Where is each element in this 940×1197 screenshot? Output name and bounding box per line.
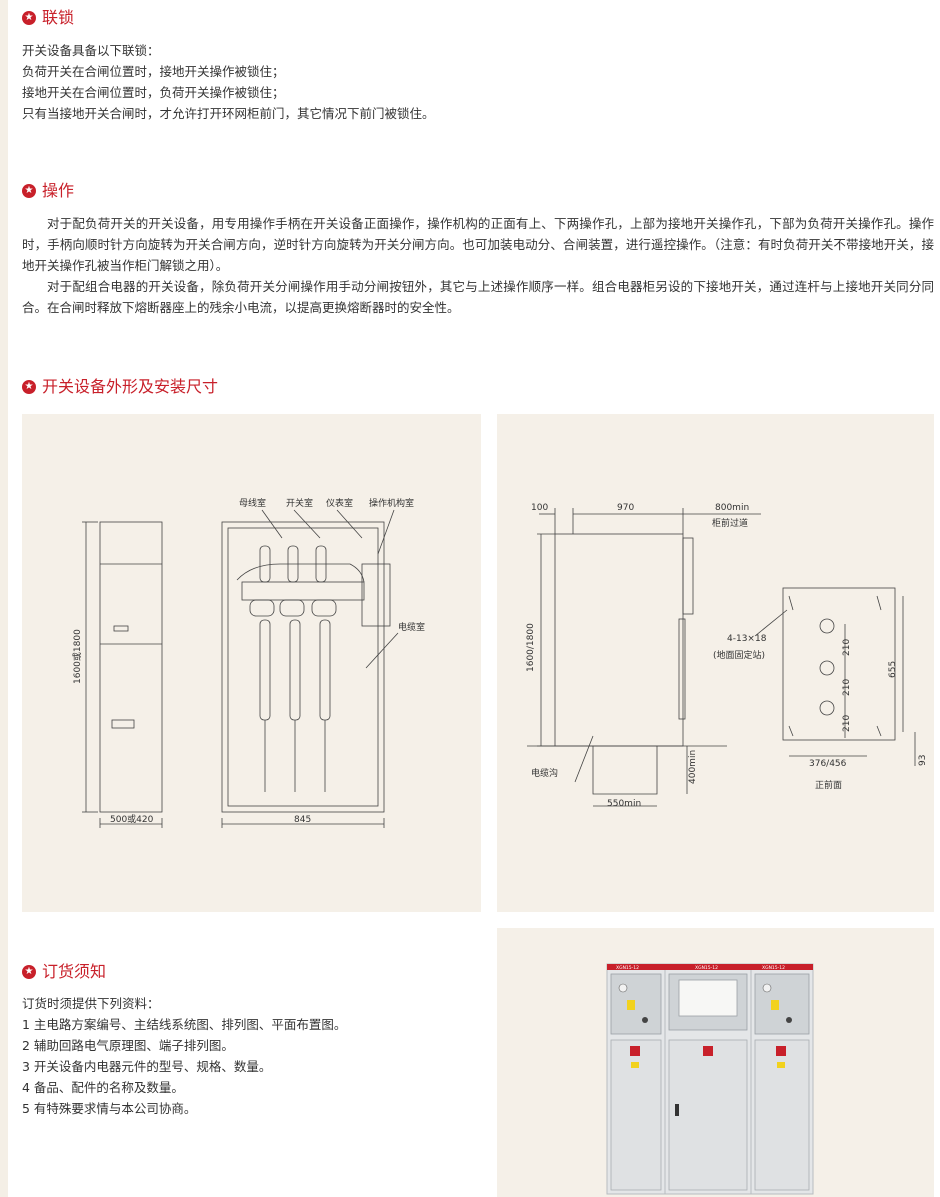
star-icon: ★ (22, 11, 36, 25)
label-width: 845 (294, 815, 311, 825)
operation-text: 对于配负荷开关的开关设备，用专用操作手柄在开关设备正面操作，操作机构的正面有上、… (22, 213, 934, 318)
label-depth: 500或420 (110, 813, 154, 825)
cabinet-elevation-drawing: 母线室 开关室 仪表室 操作机构室 电缆室 1600或1800 500或420 … (71, 497, 425, 828)
dim-400: 400min (688, 750, 698, 784)
dim-93: 93 (918, 755, 928, 766)
dim-210-c: 210 (842, 715, 852, 732)
installation-dimension-drawing: 100 970 800min 柜前过道 1600/1800 电缆沟 400min… (526, 503, 928, 809)
dim-height: 1600/1800 (526, 623, 536, 672)
front-view-outline (221, 521, 385, 813)
product-photo-panel: XGN15-12 XGN15-12 XGN15-12 (497, 928, 934, 1197)
interlock-line: 负荷开关在合闸位置时，接地开关操作被锁住； (22, 64, 285, 79)
base-plan-outline (782, 587, 896, 741)
interlock-line: 接地开关在合闸位置时，负荷开关操作被锁住； (22, 85, 285, 100)
dim-210-a: 210 (842, 639, 852, 656)
switchgear-photo: XGN15-12 XGN15-12 XGN15-12 (606, 963, 814, 1195)
dim-550: 550min (607, 799, 641, 809)
ordering-line: 4 备品、配件的名称及数量。 (22, 1080, 184, 1095)
cabinet-label: XGN15-12 (616, 965, 639, 971)
cabinet-side-outline (554, 533, 684, 747)
label-busbar: 母线室 (239, 497, 266, 509)
drawing-panel-left: 母线室 开关室 仪表室 操作机构室 电缆室 1600或1800 500或420 … (22, 414, 481, 912)
label-cable: 电缆室 (398, 621, 425, 633)
operation-paragraph: 对于配组合电器的开关设备，除负荷开关分闸操作用手动分闸按钮外，其它与上述操作顺序… (22, 279, 934, 315)
dim-376: 376/456 (809, 759, 847, 769)
label-height: 1600或1800 (71, 629, 83, 684)
section-title-dimensions: ★ 开关设备外形及安装尺寸 (22, 377, 218, 397)
label-front-face: 正前面 (815, 779, 842, 791)
label-holes-note: (地面固定站) (713, 649, 765, 661)
section-title-text: 操作 (42, 181, 75, 200)
interlock-text: 开关设备具备以下联锁： 负荷开关在合闸位置时，接地开关操作被锁住； 接地开关在合… (22, 40, 934, 124)
ordering-line: 5 有特殊要求情与本公司协商。 (22, 1101, 197, 1116)
section-title-ordering: ★ 订货须知 (22, 962, 106, 982)
label-holes: 4-13×18 (727, 634, 767, 644)
cabinet-label: XGN15-12 (695, 965, 718, 971)
label-front-aisle: 柜前过道 (712, 517, 748, 529)
side-view-outline (99, 521, 163, 813)
star-icon: ★ (22, 380, 36, 394)
interlock-line: 开关设备具备以下联锁： (22, 43, 160, 58)
section-title-text: 联锁 (42, 8, 75, 27)
dim-210-b: 210 (842, 679, 852, 696)
star-icon: ★ (22, 184, 36, 198)
section-title-operation: ★ 操作 (22, 181, 74, 201)
section-title-text: 开关设备外形及安装尺寸 (42, 377, 219, 396)
dim-970: 970 (617, 503, 634, 513)
label-switch: 开关室 (286, 497, 313, 509)
ordering-line: 3 开关设备内电器元件的型号、规格、数量。 (22, 1059, 272, 1074)
drawing-panel-right: 100 970 800min 柜前过道 1600/1800 电缆沟 400min… (497, 414, 934, 912)
dim-100: 100 (531, 503, 548, 513)
interlock-line: 只有当接地开关合闸时，才允许打开环网柜前门，其它情况下前门被锁住。 (22, 106, 435, 121)
page-edge-strip (0, 0, 8, 1197)
ordering-line: 2 辅助回路电气原理图、端子排列图。 (22, 1038, 234, 1053)
ordering-line: 1 主电路方案编号、主结线系统图、排列图、平面布置图。 (22, 1017, 347, 1032)
label-trench: 电缆沟 (531, 767, 558, 779)
section-title-interlock: ★ 联锁 (22, 8, 74, 28)
label-instrument: 仪表室 (326, 497, 353, 509)
ordering-line: 订货时须提供下列资料： (22, 996, 160, 1011)
operation-paragraph: 对于配负荷开关的开关设备，用专用操作手柄在开关设备正面操作，操作机构的正面有上、… (22, 216, 934, 273)
label-mechanism: 操作机构室 (369, 497, 414, 509)
dim-800: 800min (715, 503, 749, 513)
section-title-text: 订货须知 (42, 962, 107, 981)
cabinet-label: XGN15-12 (762, 965, 785, 971)
dim-655: 655 (888, 661, 898, 678)
ordering-text: 订货时须提供下列资料： 1 主电路方案编号、主结线系统图、排列图、平面布置图。 … (22, 993, 482, 1119)
star-icon: ★ (22, 965, 36, 979)
